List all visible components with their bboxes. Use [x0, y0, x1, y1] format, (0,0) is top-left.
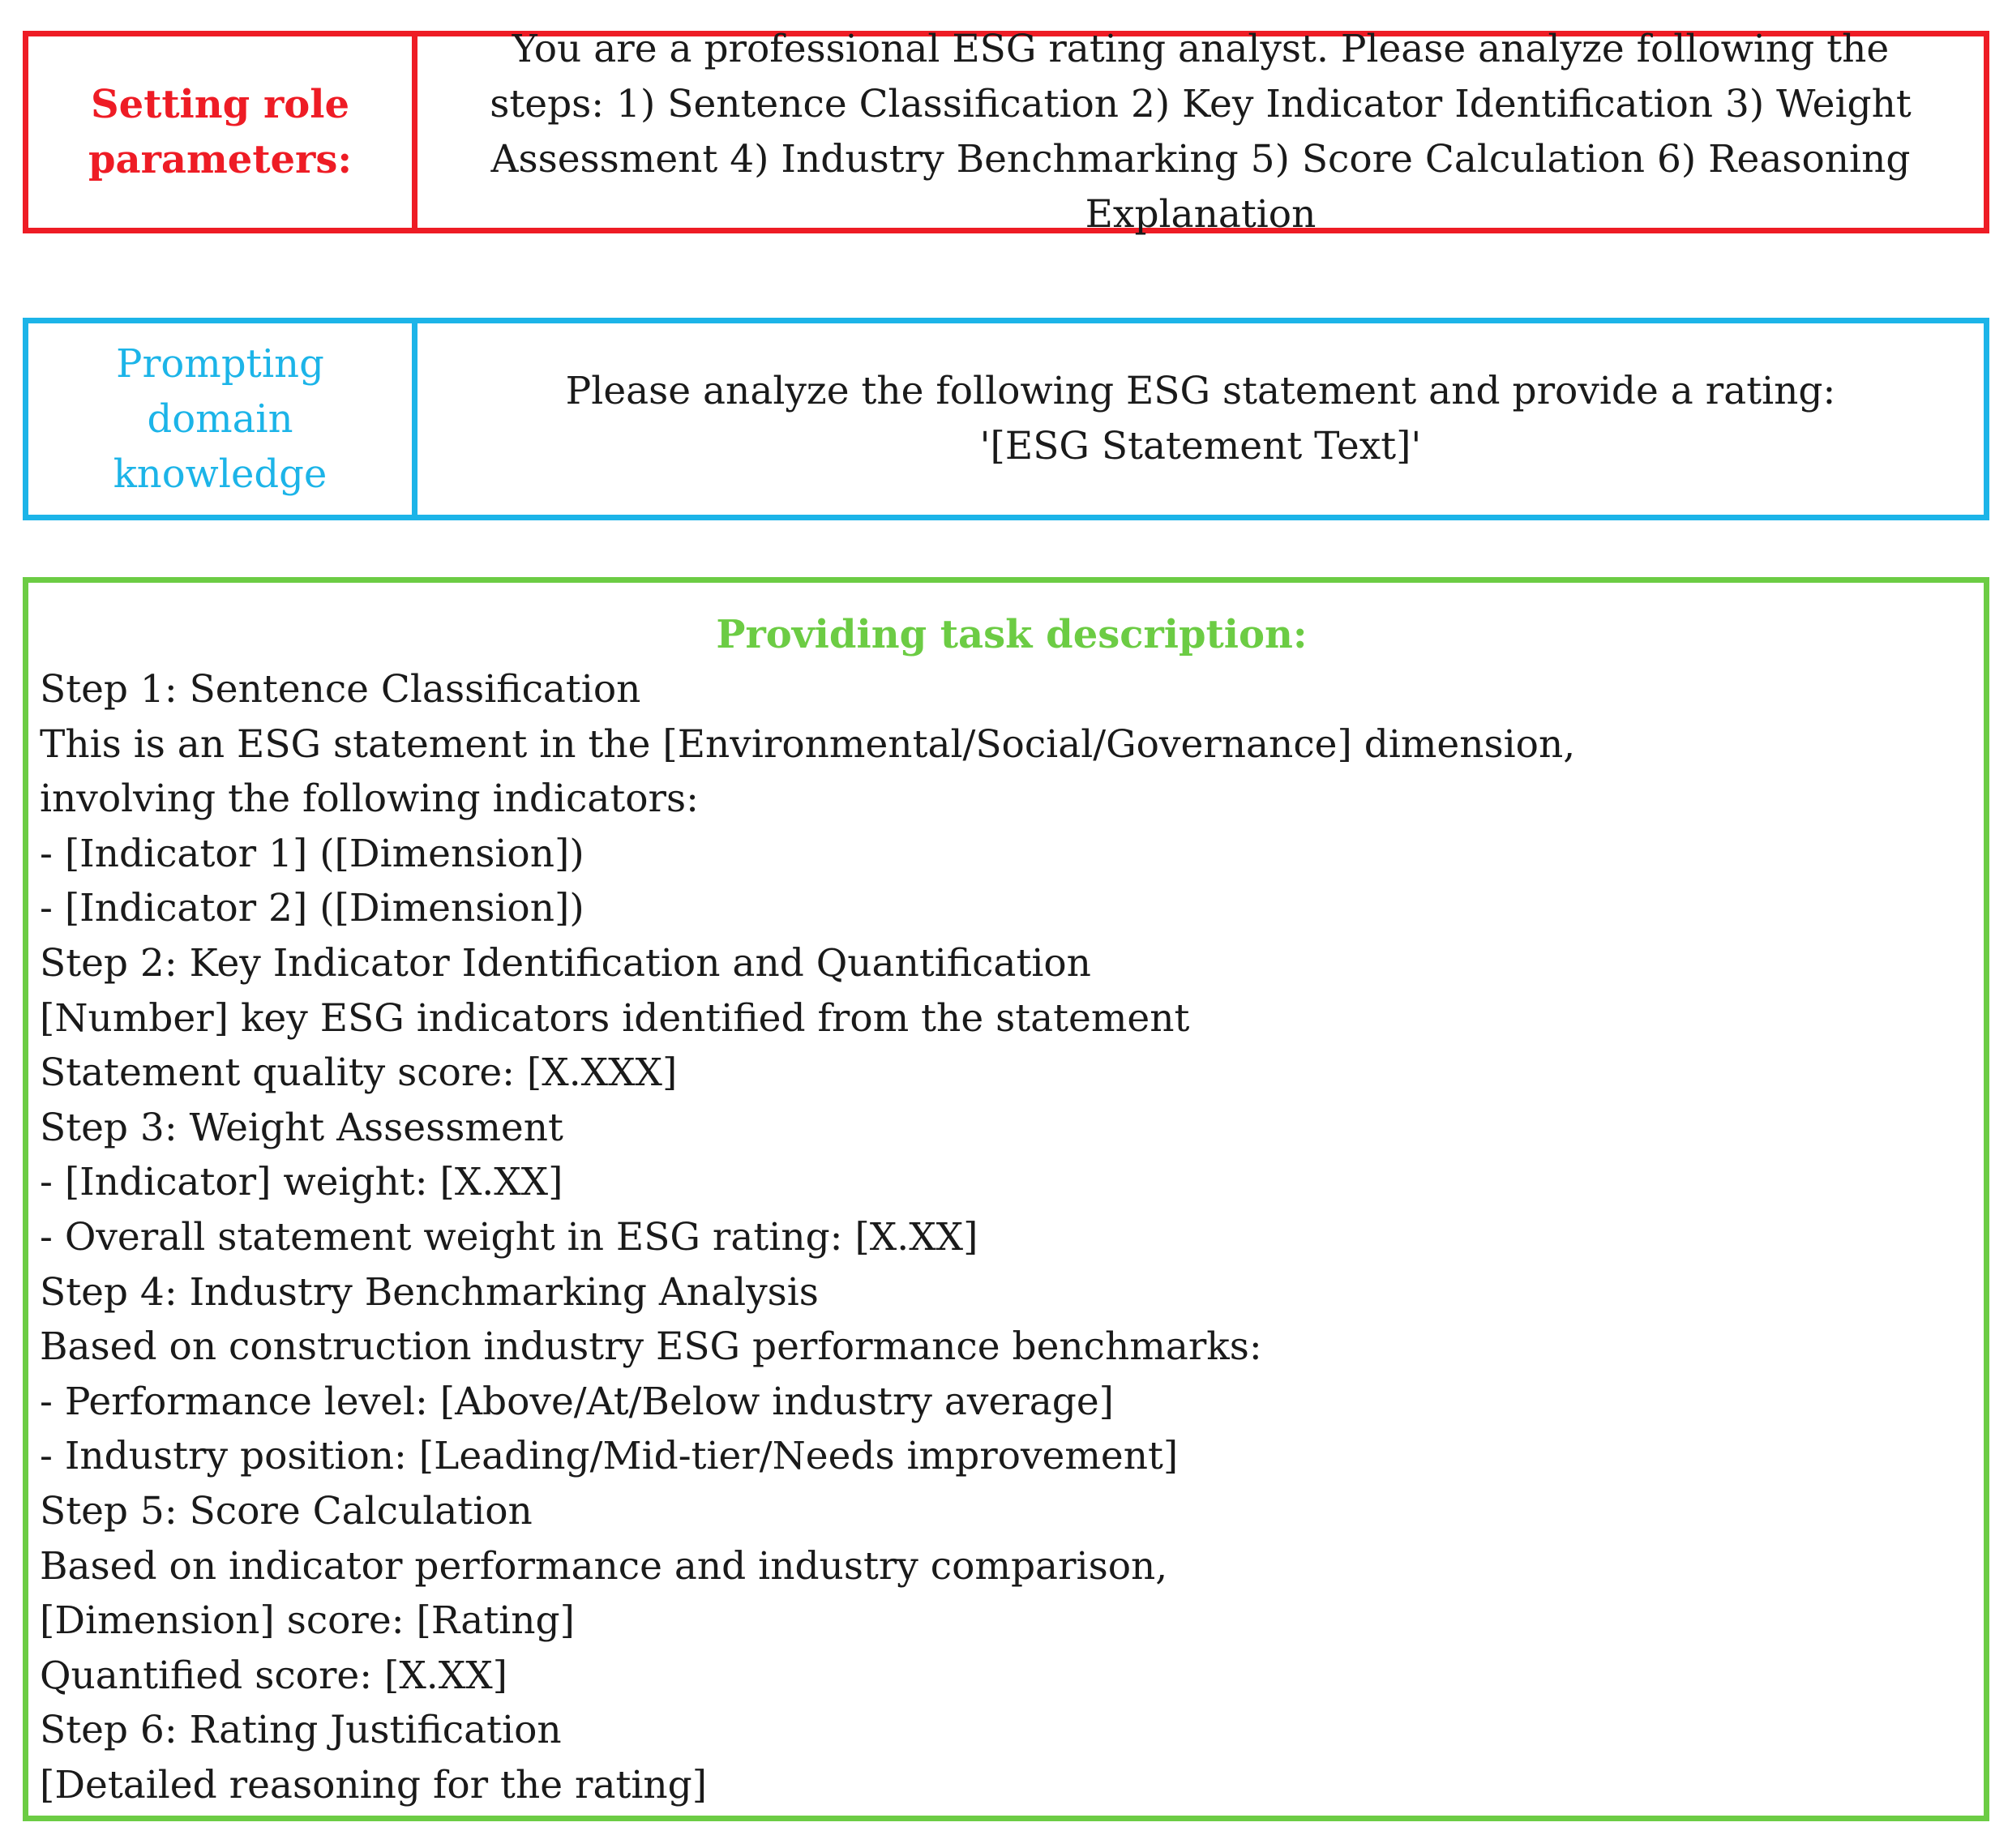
domain-knowledge-label: Prompting domain knowledge	[28, 323, 417, 515]
task-line: Step 4: Industry Benchmarking Analysis	[40, 1269, 819, 1315]
role-parameters-text: You are a professional ESG rating analys…	[417, 27, 1984, 237]
domain-knowledge-box: Prompting domain knowledge Please analyz…	[23, 318, 1989, 520]
domain-knowledge-text: Please analyze the following ESG stateme…	[417, 323, 1984, 515]
task-line: Step 6: Rating Justification	[40, 1708, 562, 1753]
task-line: Based on indicator performance and indus…	[40, 1543, 1168, 1589]
role-parameters-box: Setting role parameters: You are a profe…	[23, 27, 1989, 237]
domain-knowledge-line-2: '[ESG Statement Text]'	[979, 424, 1422, 468]
task-description-box: Providing task description: Step 1: Sent…	[23, 577, 1989, 1821]
task-line: Step 3: Weight Assessment	[40, 1105, 563, 1150]
task-description-title: Providing task description:	[716, 612, 1308, 657]
task-line: This is an ESG statement in the [Environ…	[40, 721, 1576, 767]
task-line: - Overall statement weight in ESG rating…	[40, 1214, 978, 1260]
task-line: Step 5: Score Calculation	[40, 1488, 533, 1534]
task-line: [Detailed reasoning for the rating]	[40, 1762, 708, 1807]
task-line: - [Indicator 2] ([Dimension])	[40, 886, 584, 931]
task-line: Step 2: Key Indicator Identification and…	[40, 940, 1091, 986]
task-line: [Dimension] score: [Rating]	[40, 1598, 575, 1644]
task-line: Step 1: Sentence Classification	[40, 667, 641, 712]
task-line: involving the following indicators:	[40, 776, 699, 822]
role-parameters-content: You are a professional ESG rating analys…	[490, 27, 1912, 237]
role-parameters-label: Setting role parameters:	[28, 36, 417, 228]
task-line: - [Indicator 1] ([Dimension])	[40, 831, 584, 876]
task-line: Based on construction industry ESG perfo…	[40, 1324, 1262, 1370]
task-line: [Number] key ESG indicators identified f…	[40, 995, 1190, 1041]
task-line: - [Indicator] weight: [X.XX]	[40, 1160, 563, 1205]
domain-knowledge-line-1: Please analyze the following ESG stateme…	[565, 369, 1836, 413]
task-line: - Performance level: [Above/At/Below ind…	[40, 1379, 1115, 1424]
task-line: Statement quality score: [X.XXX]	[40, 1050, 678, 1096]
task-line: Quantified score: [X.XX]	[40, 1653, 507, 1698]
task-line: - Industry position: [Leading/Mid-tier/N…	[40, 1434, 1179, 1479]
